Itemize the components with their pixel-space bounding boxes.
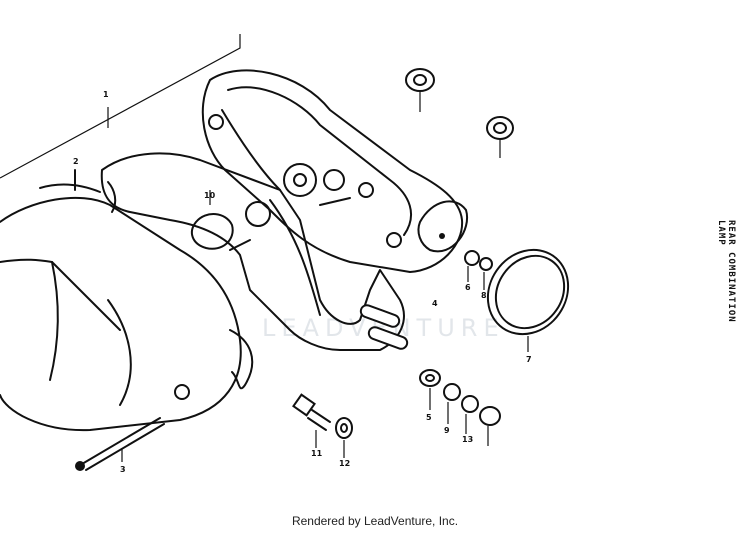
bracket-leader <box>0 34 241 179</box>
rear-housing <box>201 69 469 273</box>
section-title: REAR COMBINATION LAMP <box>716 220 736 323</box>
callout-8: 8 <box>481 291 487 300</box>
callout-labels: 1 2 3 4 5 6 7 8 9 10 11 12 13 <box>73 90 532 474</box>
callout-13: 13 <box>462 435 473 444</box>
callout-3: 3 <box>120 465 126 474</box>
callout-2: 2 <box>73 157 79 166</box>
callout-7: 7 <box>526 355 532 364</box>
callout-12: 12 <box>339 459 350 468</box>
callout-5: 5 <box>426 413 432 422</box>
callout-10: 10 <box>204 191 216 200</box>
grommet-top <box>405 68 435 112</box>
round-lens <box>486 248 570 352</box>
callout-4: 4 <box>432 299 438 308</box>
grommet-right <box>486 116 514 158</box>
small-nuts <box>464 250 493 290</box>
footer-credit: Rendered by LeadVenture, Inc. <box>291 514 459 528</box>
lens-housing <box>0 169 254 432</box>
callout-11: 11 <box>311 449 323 458</box>
washer <box>335 417 353 458</box>
hex-bolt <box>292 393 331 448</box>
long-bolt <box>75 417 165 471</box>
callout-6: 6 <box>465 283 471 292</box>
nut-stack <box>419 369 501 446</box>
mounting-bracket <box>100 152 409 351</box>
callout-1: 1 <box>103 90 109 99</box>
callout-9: 9 <box>444 426 450 435</box>
